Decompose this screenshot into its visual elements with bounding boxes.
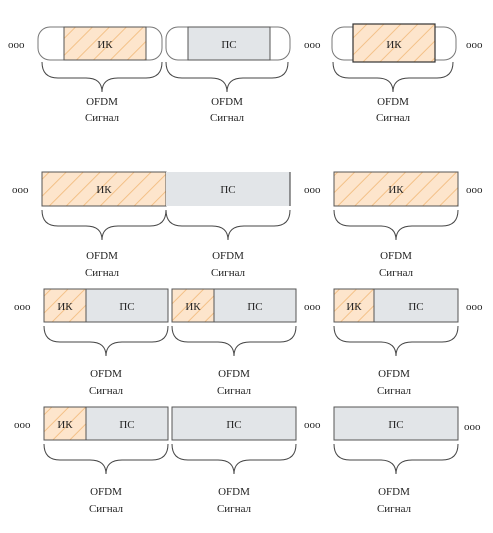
brace — [333, 325, 459, 357]
ps-block — [85, 288, 169, 323]
ofdm-label: OFDM — [212, 250, 244, 262]
ps-block — [85, 406, 169, 441]
row-4: ooo ИК ПС ПС ooo ПС ooo OFDM Сигнал OFDM… — [14, 406, 481, 515]
ps-label: ПС — [388, 419, 403, 431]
ofdm-label: OFDM — [86, 96, 118, 108]
ps-label: ПС — [119, 301, 134, 313]
brace — [332, 61, 454, 93]
ofdm-label: OFDM — [90, 368, 122, 380]
ps-label: ПС — [408, 301, 423, 313]
ofdm-symbol-3: ИК — [331, 23, 457, 63]
ofdm-label: OFDM — [90, 486, 122, 498]
ofdm-label: OFDM — [218, 368, 250, 380]
ik-label: ИК — [57, 419, 73, 431]
ellipsis-right: ooo — [464, 421, 481, 433]
ofdm-symbol-1: ИК — [37, 26, 163, 61]
signal-label: Сигнал — [379, 267, 414, 279]
ik-label: ИК — [96, 184, 112, 196]
ofdm-label: OFDM — [86, 250, 118, 262]
signal-label: Сигнал — [89, 503, 124, 515]
brace — [43, 325, 169, 357]
ellipsis-left: ooo — [14, 301, 31, 313]
ps-block — [171, 406, 297, 441]
ik-label: ИК — [185, 301, 201, 313]
ellipsis-right: ooo — [466, 301, 483, 313]
ofdm-label: OFDM — [380, 250, 412, 262]
ik-label: ИК — [57, 301, 73, 313]
ps-block — [187, 26, 271, 61]
ps-label: ПС — [226, 419, 241, 431]
signal-label: Сигнал — [377, 503, 412, 515]
signal-label: Сигнал — [89, 385, 124, 397]
ik-block — [333, 171, 459, 207]
ik-block — [352, 23, 436, 63]
signal-label: Сигнал — [376, 112, 411, 124]
ik-label: ИК — [346, 301, 362, 313]
brace — [165, 61, 289, 93]
ellipsis-middle: ooo — [304, 39, 321, 51]
brace — [333, 209, 459, 241]
ellipsis-middle: ooo — [304, 419, 321, 431]
ofdm-label: OFDM — [218, 486, 250, 498]
ik-block — [43, 406, 87, 441]
brace — [171, 443, 297, 475]
ik-label: ИК — [386, 39, 402, 51]
signal-label: Сигнал — [217, 385, 252, 397]
ofdm-label: OFDM — [211, 96, 243, 108]
ps-block — [333, 406, 459, 441]
ps-label: ПС — [221, 39, 236, 51]
ps-block — [213, 288, 297, 323]
signal-label: Сигнал — [85, 267, 120, 279]
ik-block — [63, 26, 147, 61]
ofdm-symbol-2: ПС — [165, 26, 291, 61]
brace — [41, 61, 163, 93]
signal-label: Сигнал — [85, 112, 120, 124]
ps-label: ПС — [119, 419, 134, 431]
ps-block — [166, 172, 290, 206]
ik-block — [171, 288, 215, 323]
brace — [43, 443, 169, 475]
signal-label: Сигнал — [377, 385, 412, 397]
ik-block — [41, 171, 167, 207]
ps-block — [373, 288, 459, 323]
ellipsis-right: ooo — [466, 184, 483, 196]
signal-label: Сигнал — [210, 112, 245, 124]
ik-label: ИК — [97, 39, 113, 51]
brace — [165, 209, 291, 241]
brace — [171, 325, 297, 357]
ik-block — [43, 288, 87, 323]
ellipsis-middle: ooo — [304, 184, 321, 196]
row-1: ooo ИК ПС ooo ИК ooo OFDM Сигнал OFDM С — [8, 23, 483, 124]
ellipsis-left: ooo — [14, 419, 31, 431]
brace — [41, 209, 167, 241]
ofdm-label: OFDM — [378, 368, 410, 380]
ellipsis-left: ooo — [8, 39, 25, 51]
signal-label: Сигнал — [217, 503, 252, 515]
ellipsis-left: ooo — [12, 184, 29, 196]
ps-label: ПС — [247, 301, 262, 313]
brace — [333, 443, 459, 475]
ik-label: ИК — [388, 184, 404, 196]
row-3: ooo ИК ПС ИК ПС ooo ИК ПС ooo OFDM Сигна… — [14, 288, 483, 397]
ps-label: ПС — [220, 184, 235, 196]
ofdm-label: OFDM — [377, 96, 409, 108]
ellipsis-right: ooo — [466, 39, 483, 51]
ellipsis-middle: ooo — [304, 301, 321, 313]
row-2: ooo ИК ПС ooo ИК ooo OFDM Сигнал OFDM Си… — [12, 171, 483, 279]
ofdm-label: OFDM — [378, 486, 410, 498]
signal-label: Сигнал — [211, 267, 246, 279]
